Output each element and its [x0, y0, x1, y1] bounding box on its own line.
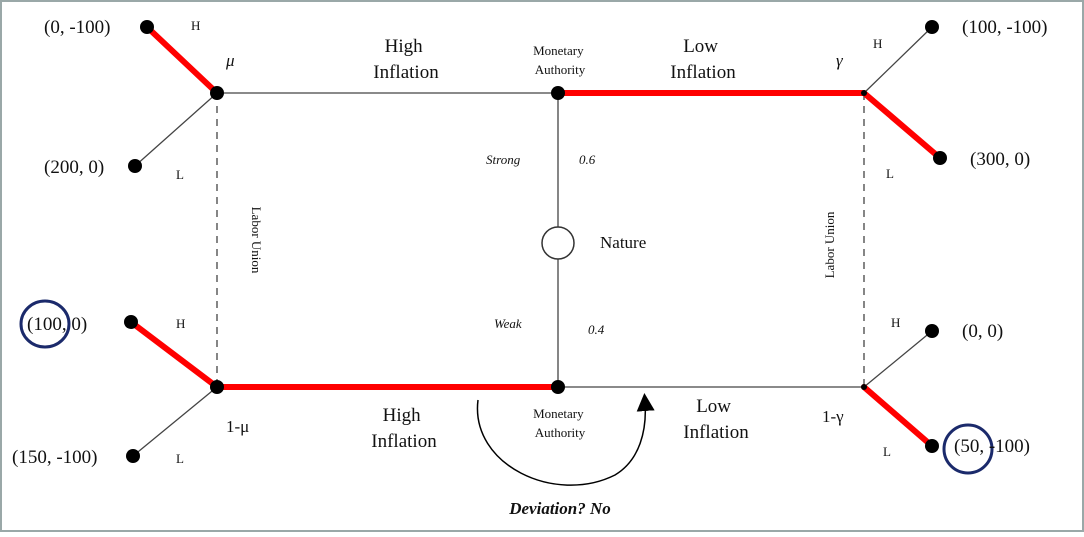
label-labor-union-left: Labor Union: [249, 207, 264, 274]
node-authority-top: [551, 86, 565, 100]
edge-bottom-right-h: [863, 330, 933, 388]
belief-mu: μ: [225, 51, 235, 70]
belief-gamma: γ: [836, 51, 844, 70]
node-authority-bottom: [551, 380, 565, 394]
eq-edge-top-right-l: [861, 90, 943, 161]
terminal-bottom-left-h: [124, 315, 138, 329]
terminal-bottom-right-h: [925, 324, 939, 338]
plain-edges: [132, 26, 933, 457]
terminal-top-right-l: [933, 151, 947, 165]
deviation-arrow: [476, 393, 655, 486]
label-h-bottom-right: H: [891, 315, 900, 330]
highlight-circle-bottom-right: [942, 423, 994, 475]
node-union-top-right: [861, 90, 867, 96]
label-strong: Strong: [486, 152, 521, 167]
node-union-top-left: [210, 86, 224, 100]
information-sets: [216, 93, 865, 387]
payoff-top-right-l: (300, 0): [970, 149, 1030, 170]
prob-weak: 0.4: [588, 322, 605, 337]
label-high-inflation-bottom: High Inflation: [371, 405, 437, 452]
payoff-top-left-h: (0, -100): [44, 17, 110, 38]
label-l-top-right: L: [886, 166, 894, 181]
label-h-top-left: H: [191, 18, 200, 33]
terminal-top-right-h: [925, 20, 939, 34]
payoff-bottom-right-h: (0, 0): [962, 321, 1003, 342]
eq-edge-top-left-h: [144, 24, 220, 96]
edge-top-right-h: [863, 26, 933, 94]
payoff-top-right-h: (100, -100): [962, 17, 1047, 38]
terminal-bottom-left-l: [126, 449, 140, 463]
eq-edge-bottom-right-l: [861, 384, 935, 449]
payoff-bottom-right-l: (50, -100): [954, 436, 1030, 457]
label-low-inflation-top: Low Inflation: [670, 36, 736, 83]
eq-edge-bottom-left-h: [128, 319, 220, 390]
label-labor-union-right: Labor Union: [822, 211, 837, 278]
terminal-top-left-l: [128, 159, 142, 173]
terminal-top-left-h: [140, 20, 154, 34]
label-h-bottom-left: H: [176, 316, 185, 331]
payoff-top-left-l: (200, 0): [44, 157, 104, 178]
belief-one-minus-gamma: 1-γ: [822, 407, 844, 426]
highlight-circle-bottom-left: [19, 299, 71, 349]
terminal-nodes: [124, 20, 947, 463]
label-h-top-right: H: [873, 36, 882, 51]
edge-bottom-left-l: [132, 386, 218, 457]
label-low-inflation-bottom: Low Inflation: [683, 396, 749, 443]
label-l-top-left: L: [176, 167, 184, 182]
node-union-bottom-right: [861, 384, 867, 390]
label-l-bottom-right: L: [883, 444, 891, 459]
edge-top-left-l: [134, 92, 218, 167]
label-monetary-authority-top: Monetary Authority: [533, 43, 587, 77]
payoff-bottom-left-l: (150, -100): [12, 447, 97, 468]
node-union-bottom-left: [210, 380, 224, 394]
label-high-inflation-top: High Inflation: [373, 36, 439, 83]
belief-one-minus-mu: 1-μ: [226, 417, 249, 436]
label-deviation: Deviation? No: [508, 499, 611, 518]
label-l-bottom-left: L: [176, 451, 184, 466]
label-nature: Nature: [600, 233, 646, 252]
terminal-bottom-right-l: [925, 439, 939, 453]
label-monetary-authority-bottom: Monetary Authority: [533, 406, 587, 440]
prob-strong: 0.6: [579, 152, 596, 167]
equilibrium-path: [128, 24, 943, 449]
nature-node: [541, 226, 575, 260]
label-weak: Weak: [494, 316, 522, 331]
decision-nodes: [210, 86, 867, 394]
payoff-bottom-left-h: (100, 0): [27, 314, 87, 335]
